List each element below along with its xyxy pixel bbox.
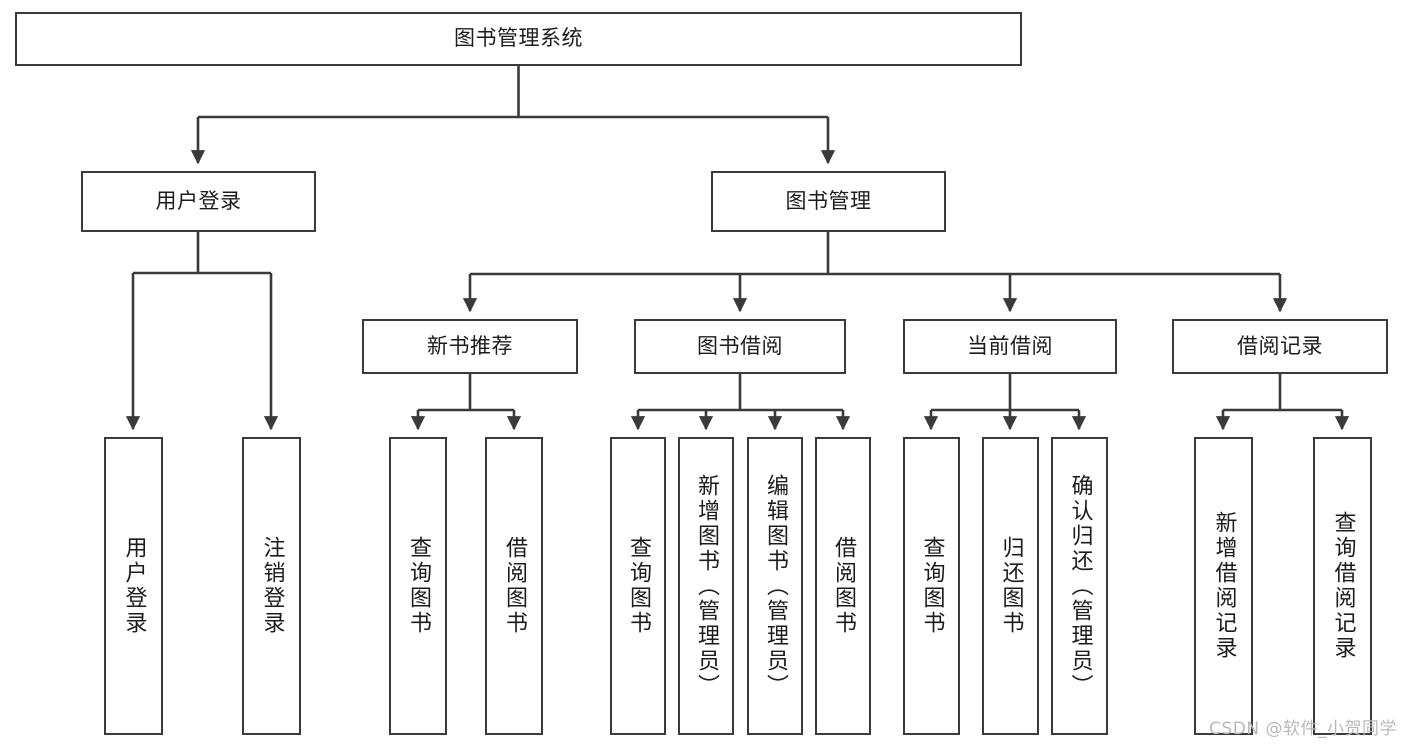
node-new-book-recommendation-label: 新书推荐 — [427, 333, 513, 358]
node-book-management[interactable]: 图书管理 — [711, 171, 946, 232]
leaf-add-book-admin[interactable]: 新增图书（管理员） — [678, 437, 734, 735]
leaf-user-login[interactable]: 用户登录 — [104, 437, 163, 735]
leaf-edit-book-admin-label: 编辑图书（管理员） — [763, 473, 788, 699]
leaf-logout[interactable]: 注销登录 — [242, 437, 301, 735]
leaf-logout-label: 注销登录 — [259, 536, 285, 636]
node-current-borrowing-label: 当前借阅 — [967, 333, 1053, 358]
leaf-query-borrowing-record-label: 查询借阅记录 — [1330, 511, 1356, 661]
leaf-return-books-label: 归还图书 — [998, 536, 1024, 636]
leaf-confirm-return-admin[interactable]: 确认归还（管理员） — [1051, 437, 1108, 735]
node-new-book-recommendation[interactable]: 新书推荐 — [362, 319, 578, 374]
node-borrowing-records-label: 借阅记录 — [1237, 333, 1323, 358]
node-user-login-label: 用户登录 — [155, 188, 242, 213]
leaf-borrow-books-borrow-label: 借阅图书 — [831, 536, 856, 636]
leaf-borrow-books-new-label: 借阅图书 — [502, 536, 527, 636]
leaf-borrow-books-borrow[interactable]: 借阅图书 — [815, 437, 871, 735]
leaf-query-books-current[interactable]: 查询图书 — [903, 437, 960, 735]
node-book-borrowing[interactable]: 图书借阅 — [634, 319, 846, 374]
leaf-borrow-books-new[interactable]: 借阅图书 — [485, 437, 543, 735]
leaf-query-books-borrow[interactable]: 查询图书 — [610, 437, 666, 735]
node-book-management-label: 图书管理 — [785, 188, 872, 213]
leaf-query-borrowing-record[interactable]: 查询借阅记录 — [1313, 437, 1372, 735]
leaf-confirm-return-admin-label: 确认归还（管理员） — [1067, 473, 1093, 699]
watermark-text: CSDN @软件_小贺同学 — [1209, 719, 1397, 739]
leaf-query-books-new-label: 查询图书 — [406, 536, 431, 636]
leaf-return-books[interactable]: 归还图书 — [982, 437, 1039, 735]
leaf-add-borrowing-record-label: 新增借阅记录 — [1211, 511, 1237, 661]
leaf-query-books-current-label: 查询图书 — [919, 536, 945, 636]
node-root-label: 图书管理系统 — [454, 26, 583, 51]
node-user-login[interactable]: 用户登录 — [81, 171, 316, 232]
leaf-query-books-borrow-label: 查询图书 — [626, 536, 651, 636]
leaf-user-login-label: 用户登录 — [121, 536, 147, 636]
leaf-add-book-admin-label: 新增图书（管理员） — [694, 473, 719, 699]
leaf-add-borrowing-record[interactable]: 新增借阅记录 — [1194, 437, 1253, 735]
node-book-borrowing-label: 图书借阅 — [697, 333, 783, 358]
node-root[interactable]: 图书管理系统 — [15, 12, 1022, 66]
leaf-query-books-new[interactable]: 查询图书 — [389, 437, 447, 735]
leaf-edit-book-admin[interactable]: 编辑图书（管理员） — [747, 437, 803, 735]
node-borrowing-records[interactable]: 借阅记录 — [1172, 319, 1388, 374]
node-current-borrowing[interactable]: 当前借阅 — [903, 319, 1117, 374]
